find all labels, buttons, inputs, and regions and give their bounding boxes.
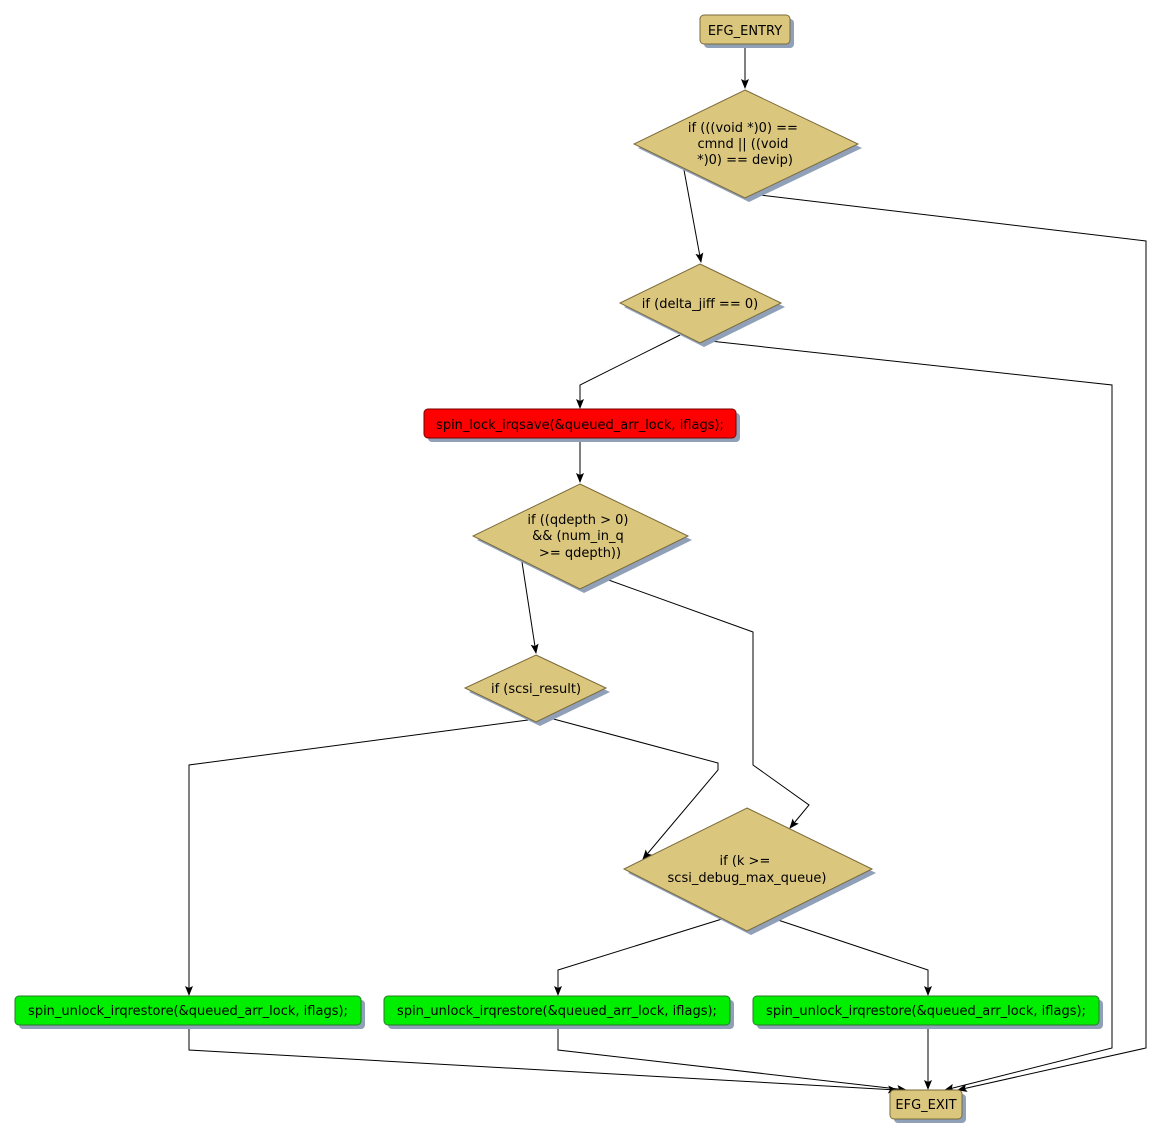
edge-cond-qdepth-to-cond-result: [521, 561, 539, 654]
entry-node: EFG_ENTRY: [699, 14, 794, 48]
unlock-1-label: spin_unlock_irqrestore(&queued_arr_lock,…: [28, 1004, 348, 1019]
lock-node: spin_lock_irqsave(&queued_arr_lock, ifla…: [423, 408, 740, 442]
edge-cond-delta-to-exit: [709, 340, 1113, 1092]
decision-scsi-result-label: if (scsi_result): [491, 682, 581, 697]
edge-cond-result-to-unlock-1: [185, 719, 529, 996]
decision-delta-jiff-label: if (delta_jiff == 0): [642, 297, 758, 312]
decision-null-check: if (((void *)0) == cmnd || ((void *)0) =…: [632, 89, 862, 202]
edge-cond-k-to-unlock-3: [771, 917, 932, 996]
decision-scsi-result: if (scsi_result): [463, 654, 610, 726]
edge-unlock-2-to-exit: [557, 1026, 907, 1093]
unlock-node-2: spin_unlock_irqrestore(&queued_arr_lock,…: [383, 995, 734, 1029]
edge-cond-delta-to-lock: [576, 334, 681, 409]
edge-cond-k-to-unlock-2: [554, 918, 723, 996]
edge-cond-qdepth-to-cond-k: [602, 577, 810, 829]
edges: [185, 46, 1147, 1094]
decision-k-max-queue: if (k >= scsi_debug_max_queue): [622, 807, 876, 935]
exit-node: EFG_EXIT: [889, 1089, 966, 1123]
unlock-2-label: spin_unlock_irqrestore(&queued_arr_lock,…: [397, 1004, 717, 1019]
unlock-node-3: spin_unlock_irqrestore(&queued_arr_lock,…: [752, 995, 1103, 1029]
unlock-3-label: spin_unlock_irqrestore(&queued_arr_lock,…: [766, 1004, 1086, 1019]
exit-label: EFG_EXIT: [895, 1098, 956, 1113]
decision-delta-jiff: if (delta_jiff == 0): [618, 263, 785, 347]
decision-qdepth-label: if ((qdepth > 0) && (num_in_q >= qdepth)…: [527, 513, 632, 561]
decision-k-max-queue-label: if (k >= scsi_debug_max_queue): [668, 854, 827, 886]
lock-label: spin_lock_irqsave(&queued_arr_lock, ifla…: [436, 418, 724, 433]
edge-cond-null-to-cond-delta: [683, 169, 704, 263]
decision-null-check-label: if (((void *)0) == cmnd || ((void *)0) =…: [688, 121, 802, 168]
decision-qdepth: if ((qdepth > 0) && (num_in_q >= qdepth)…: [471, 483, 692, 593]
edge-unlock-1-to-exit: [188, 1026, 898, 1094]
edge-cond-result-to-cond-k: [545, 716, 719, 860]
unlock-node-1: spin_unlock_irqrestore(&queued_arr_lock,…: [14, 995, 365, 1029]
edge-cond-null-to-exit: [759, 194, 1147, 1092]
entry-label: EFG_ENTRY: [708, 24, 782, 39]
